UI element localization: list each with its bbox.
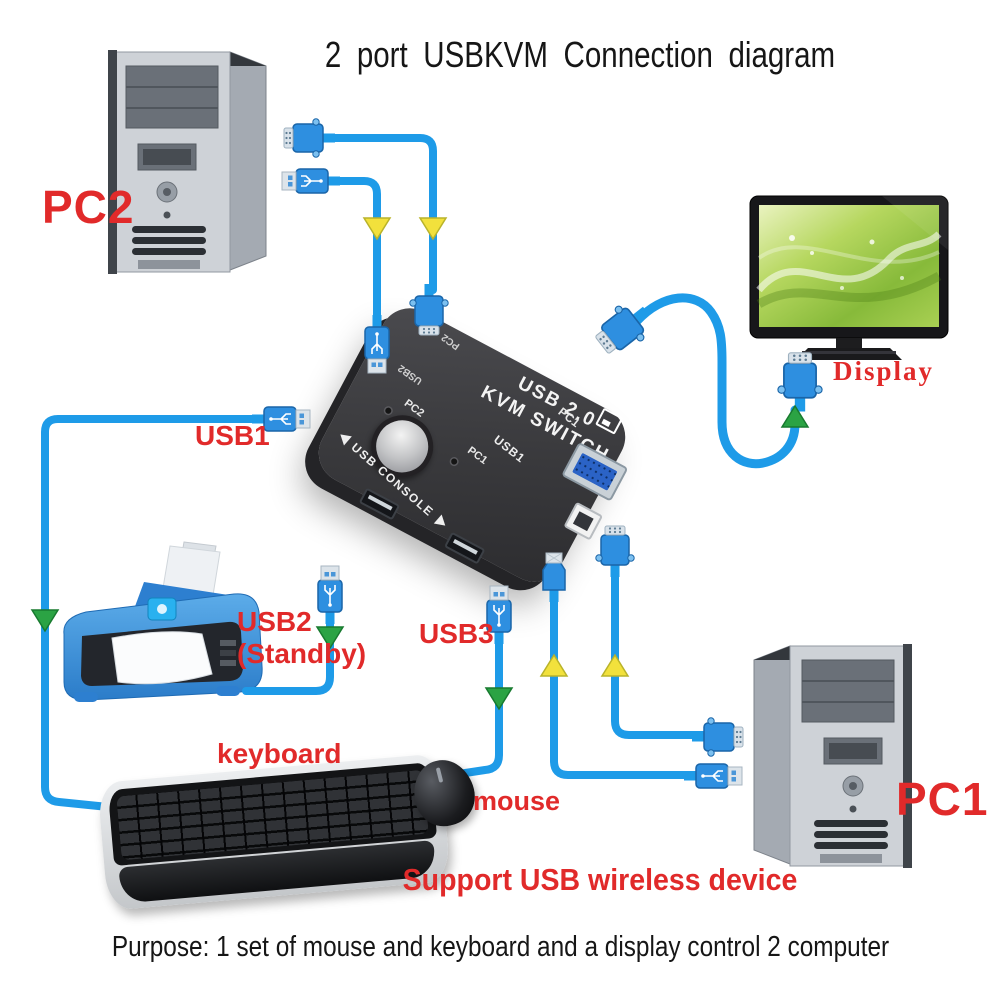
diagram-title: 2 port USBKVM Connection diagram — [324, 34, 836, 75]
display-monitor — [749, 195, 949, 360]
cable-pc1-usb — [550, 593, 701, 779]
cable-pc2-vga — [328, 134, 437, 294]
usb2-standby-label: USB2(Standby) — [237, 606, 366, 670]
monitor-screen — [759, 205, 939, 327]
purpose-note: Purpose: 1 set of mouse and keyboard and… — [111, 931, 890, 963]
usb1-label: USB1 — [195, 420, 270, 451]
yellow-arrow-down-icon — [363, 217, 391, 240]
cable-usb3-mouse — [448, 639, 503, 779]
vga-connector-to-kvm-bottom — [595, 525, 635, 578]
vga-connector-to-kvm-top — [409, 283, 449, 336]
yellow-arrow-up-icon — [540, 654, 568, 677]
pc2-tower — [107, 49, 267, 275]
green-arrow-down-icon — [31, 609, 59, 632]
usb2-label: USB2 — [237, 606, 312, 637]
usb-b-connector-to-kvm-bottom — [542, 552, 566, 603]
vga-connector-display — [777, 351, 823, 413]
mouse-scroll-wheel — [435, 767, 444, 783]
vga-connector-pc2 — [283, 118, 336, 158]
vga-connector-kvm-out — [587, 293, 660, 363]
standby-label: (Standby) — [237, 638, 367, 670]
keyboard-label: keyboard — [217, 738, 342, 769]
usb-connector-to-kvm-top — [364, 314, 390, 374]
cable-pc2-usb — [332, 177, 381, 332]
mouse-label: mouse — [473, 786, 561, 816]
pc2-label: PC2 — [42, 181, 135, 233]
support-note: Support USB wireless device — [402, 862, 798, 897]
cable-pc1-vga — [611, 567, 709, 739]
usb3-label: USB3 — [419, 618, 494, 649]
pc1-label: PC1 — [896, 773, 989, 825]
green-arrow-down-icon — [485, 687, 513, 710]
cable-kvm-display — [632, 293, 800, 469]
usb-connector-pc2 — [281, 168, 341, 194]
yellow-arrow-up-icon — [601, 654, 629, 677]
display-label: Display — [833, 356, 935, 386]
cable-usb2-printer — [242, 620, 334, 695]
yellow-arrow-down-icon — [419, 217, 447, 240]
pc1-tower — [753, 643, 913, 869]
printer-paper-output — [111, 631, 213, 685]
printer — [63, 541, 263, 702]
vga-connector-pc1 — [691, 717, 744, 757]
usb-connector-pc1 — [683, 763, 743, 789]
